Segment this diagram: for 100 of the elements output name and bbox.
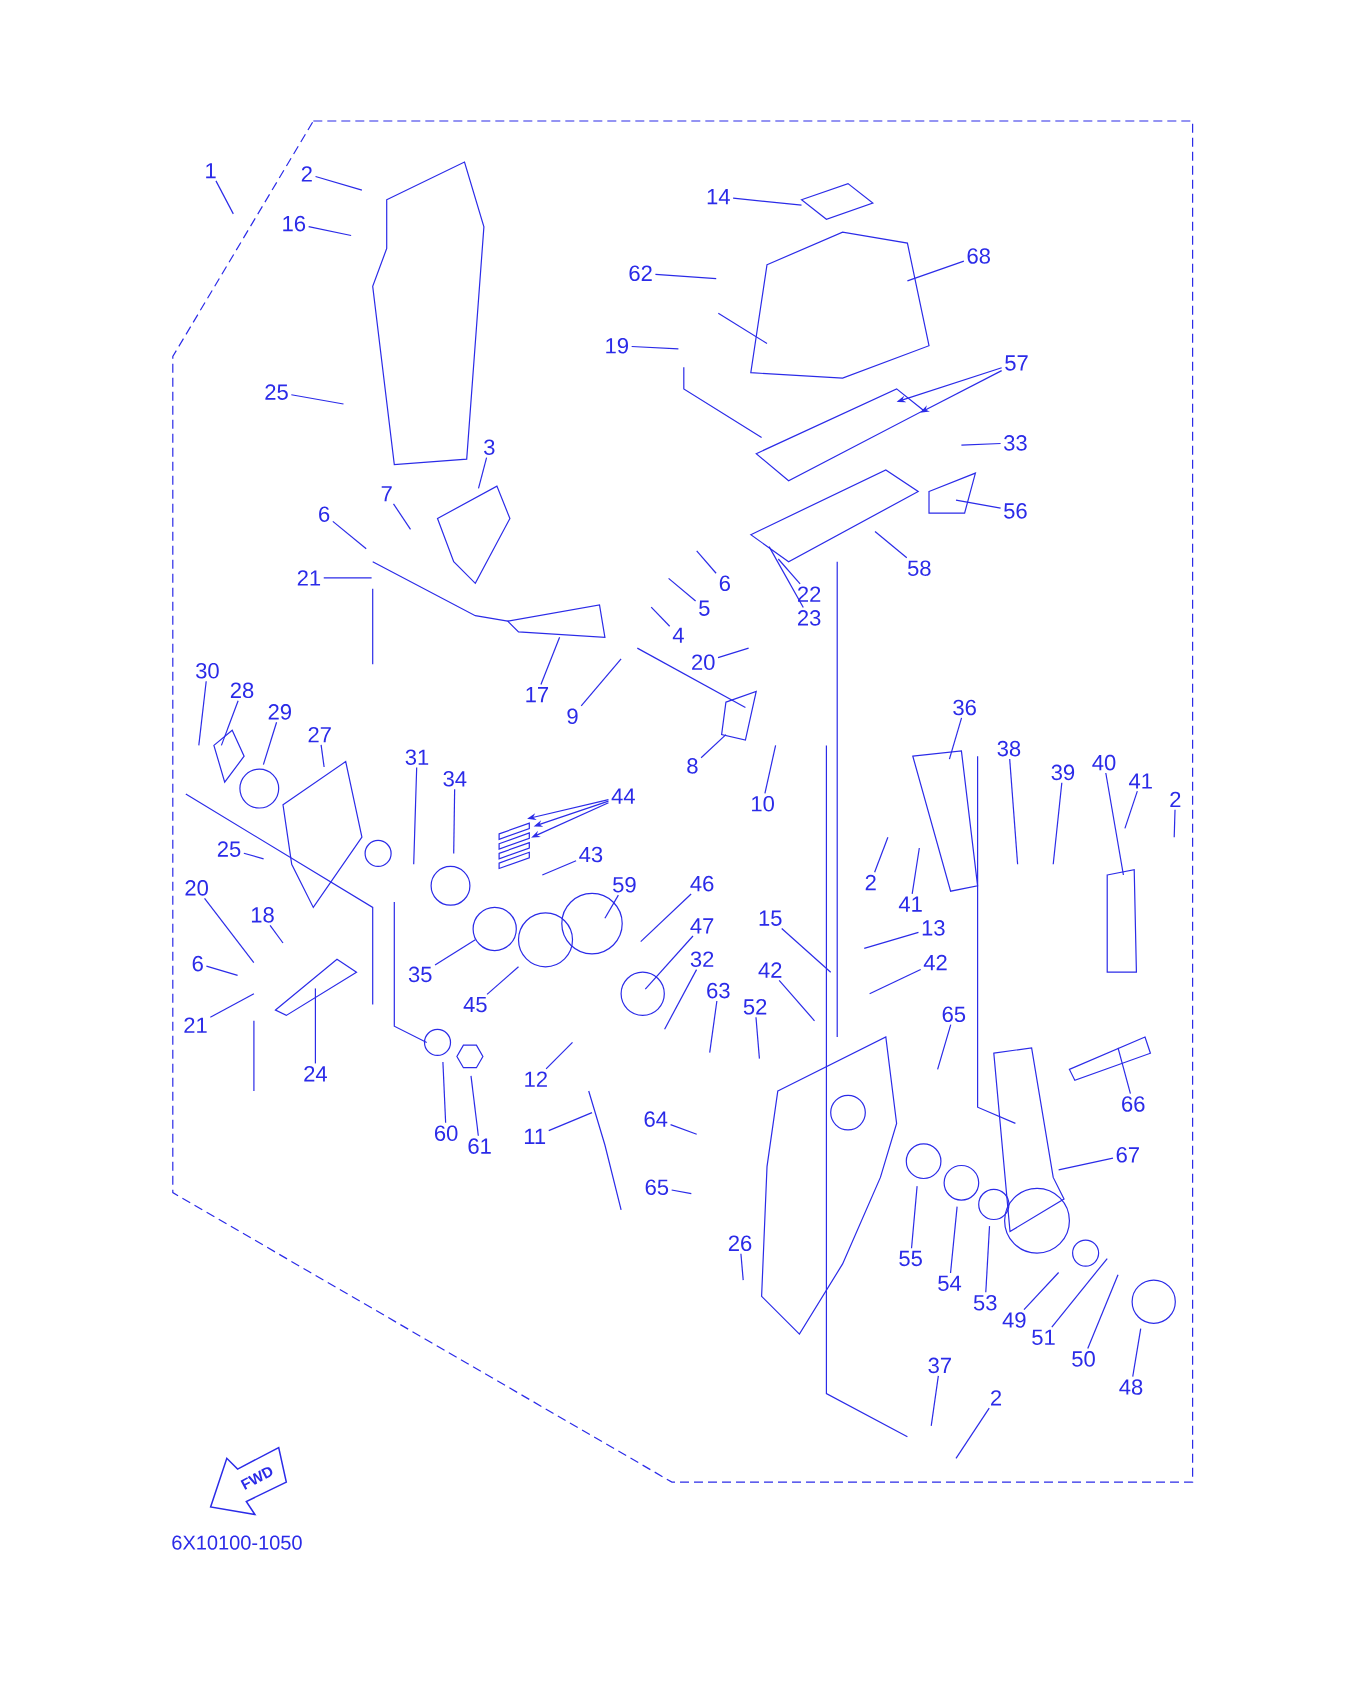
callout-number: 63: [707, 982, 730, 999]
callout-number: 54: [938, 1275, 962, 1291]
callout-number: 3: [484, 439, 495, 455]
leader-line: [442, 1061, 447, 1124]
leader-line: [548, 1112, 593, 1132]
leader-line: [654, 273, 717, 280]
callout-number: 20: [185, 880, 208, 896]
leader-line: [1173, 809, 1176, 838]
callout-number: 2: [991, 1390, 1002, 1406]
leader-line: [874, 530, 908, 559]
callout-number: 20: [692, 654, 715, 670]
arrow-label: FWD: [240, 1467, 273, 1490]
leader-line: [1058, 1157, 1114, 1171]
callout-number: 21: [184, 1017, 207, 1033]
callout-number: 27: [308, 726, 331, 743]
leader-line: [1117, 1047, 1131, 1095]
leader-line: [1132, 1328, 1142, 1378]
leader-line: [778, 979, 816, 1022]
leader-line: [640, 893, 692, 943]
leader-line: [671, 1189, 692, 1195]
callout-number: 49: [1002, 1312, 1026, 1328]
leader-line: [732, 197, 803, 206]
leader-line: [269, 924, 284, 944]
leader-line: [910, 1185, 918, 1249]
callout-number: 31: [405, 749, 429, 765]
callout-number: 29: [268, 704, 291, 720]
callout-number: 7: [381, 486, 392, 502]
leader-line: [755, 1016, 760, 1060]
callout-number: 61: [468, 1138, 491, 1154]
callout-number: 19: [606, 337, 628, 354]
callout-number: 34: [443, 771, 467, 787]
leader-line: [1124, 790, 1138, 829]
callout-number: 2: [301, 166, 312, 182]
callout-number: 41: [898, 896, 922, 912]
leader-line: [717, 647, 750, 659]
callout-number: 45: [463, 996, 487, 1013]
leader-line: [541, 860, 577, 876]
leader-line: [1051, 1257, 1108, 1328]
callout-number: 32: [690, 951, 714, 967]
leader-line: [631, 345, 679, 350]
callout-number: 62: [629, 265, 652, 282]
callout-number: 37: [928, 1357, 951, 1374]
callout-number: 21: [297, 570, 321, 586]
leader-line: [470, 1075, 479, 1137]
callout-number: 40: [1092, 754, 1116, 771]
callout-number: 6: [319, 506, 330, 522]
leader-line: [668, 577, 697, 602]
leader-line: [215, 180, 234, 215]
leader-line: [960, 442, 1002, 446]
callout-number: 36: [953, 699, 976, 716]
callout-number: 42: [758, 962, 782, 978]
leader-line: [320, 744, 325, 768]
callout-number: 48: [1119, 1379, 1143, 1395]
leader-line: [209, 993, 255, 1018]
callout-number: 4: [672, 627, 684, 643]
callout-number: 6: [192, 955, 203, 972]
leader-line: [486, 966, 520, 995]
leader-line: [243, 852, 265, 860]
leader-line: [205, 965, 239, 976]
callout-number: 56: [1004, 503, 1027, 519]
leader-line: [540, 636, 561, 686]
leader-line: [1023, 1271, 1060, 1311]
callout-number: 41: [1129, 773, 1152, 789]
leader-line: [604, 894, 619, 919]
leader-line: [1052, 782, 1063, 865]
leader-line: [392, 503, 412, 530]
callout-number: 51: [1032, 1329, 1055, 1345]
callout-number: 13: [922, 920, 945, 936]
leader-line: [948, 717, 963, 760]
callout-number: 33: [1004, 435, 1027, 451]
leader-line: [477, 457, 488, 489]
leader-line: [863, 931, 920, 949]
leader-line: [781, 927, 832, 973]
callout-number: 10: [752, 795, 774, 812]
callout-number: 47: [690, 918, 714, 934]
leader-line: [413, 767, 418, 865]
callout-number: 22: [798, 586, 821, 602]
leader-line: [580, 658, 622, 707]
callout-number: 2: [865, 874, 876, 891]
leader-line: [955, 499, 1002, 509]
leader-line: [1087, 1274, 1119, 1350]
leader-line: [644, 935, 694, 990]
leader-line: [314, 175, 363, 191]
callout-number: 67: [1116, 1147, 1139, 1163]
leader-line: [1105, 772, 1124, 876]
callout-number: 18: [251, 907, 274, 923]
leader-line: [198, 680, 207, 746]
callout-number: 16: [283, 215, 306, 232]
callout-number: 8: [687, 758, 698, 774]
leader-line: [664, 969, 698, 1030]
callout-number: 39: [1051, 764, 1075, 781]
callout-number: 65: [645, 1179, 669, 1195]
callout-number: 14: [707, 189, 730, 205]
leader-line: [700, 734, 727, 759]
callout-number: 66: [1122, 1096, 1145, 1112]
callout-number: 50: [1072, 1351, 1095, 1367]
callout-number: 1: [206, 163, 216, 179]
leader-line: [955, 1407, 990, 1459]
leader-line: [930, 1375, 939, 1427]
leader-line: [220, 700, 239, 746]
